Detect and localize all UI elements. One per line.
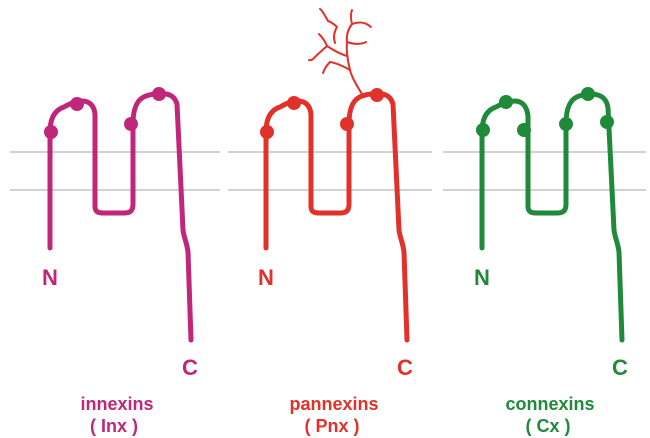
pannexin-glycan-tree bbox=[309, 9, 371, 94]
pannexin-topology: N C pannexins ( Pnx ) bbox=[258, 9, 413, 436]
connexin-family-name: connexins bbox=[505, 394, 594, 414]
connexin-cysteine-5 bbox=[581, 87, 595, 101]
innexin-family-abbrev: ( Inx ) bbox=[90, 416, 138, 436]
connexin-n-terminus: N bbox=[474, 265, 490, 290]
pannexin-c-terminus: C bbox=[397, 355, 413, 380]
pannexin-cysteine-1 bbox=[260, 125, 274, 139]
innexin-family-name: innexins bbox=[80, 394, 153, 414]
innexin-c-terminus: C bbox=[182, 355, 198, 380]
connexin-cysteine-1 bbox=[476, 123, 490, 137]
connexin-topology: N C connexins ( Cx ) bbox=[474, 87, 628, 436]
connexin-cysteine-3 bbox=[517, 123, 531, 137]
connexin-family-abbrev: ( Cx ) bbox=[526, 416, 571, 436]
pannexin-family-name: pannexins bbox=[289, 394, 378, 414]
pannexin-chain bbox=[266, 94, 407, 340]
connexin-c-terminus: C bbox=[612, 355, 628, 380]
innexin-cysteine-2 bbox=[70, 97, 84, 111]
pannexin-cysteine-3 bbox=[340, 117, 354, 131]
connexin-cysteine-2 bbox=[499, 95, 513, 109]
pannexin-cysteine-2 bbox=[287, 96, 301, 110]
connexin-cysteine-4 bbox=[559, 117, 573, 131]
innexin-cysteine-1 bbox=[44, 125, 58, 139]
pannexin-family-abbrev: ( Pnx ) bbox=[304, 416, 359, 436]
innexin-n-terminus: N bbox=[42, 265, 58, 290]
innexin-topology: N C innexins ( Inx ) bbox=[42, 87, 198, 436]
innexin-chain bbox=[50, 94, 191, 340]
innexin-cysteine-3 bbox=[124, 117, 138, 131]
membrane-lines bbox=[10, 152, 646, 190]
innexin-cysteine-4 bbox=[152, 87, 166, 101]
pannexin-cysteine-4 bbox=[370, 88, 384, 102]
connexin-cysteine-6 bbox=[600, 115, 614, 129]
pannexin-n-terminus: N bbox=[258, 265, 274, 290]
connexin-chain bbox=[482, 94, 622, 340]
